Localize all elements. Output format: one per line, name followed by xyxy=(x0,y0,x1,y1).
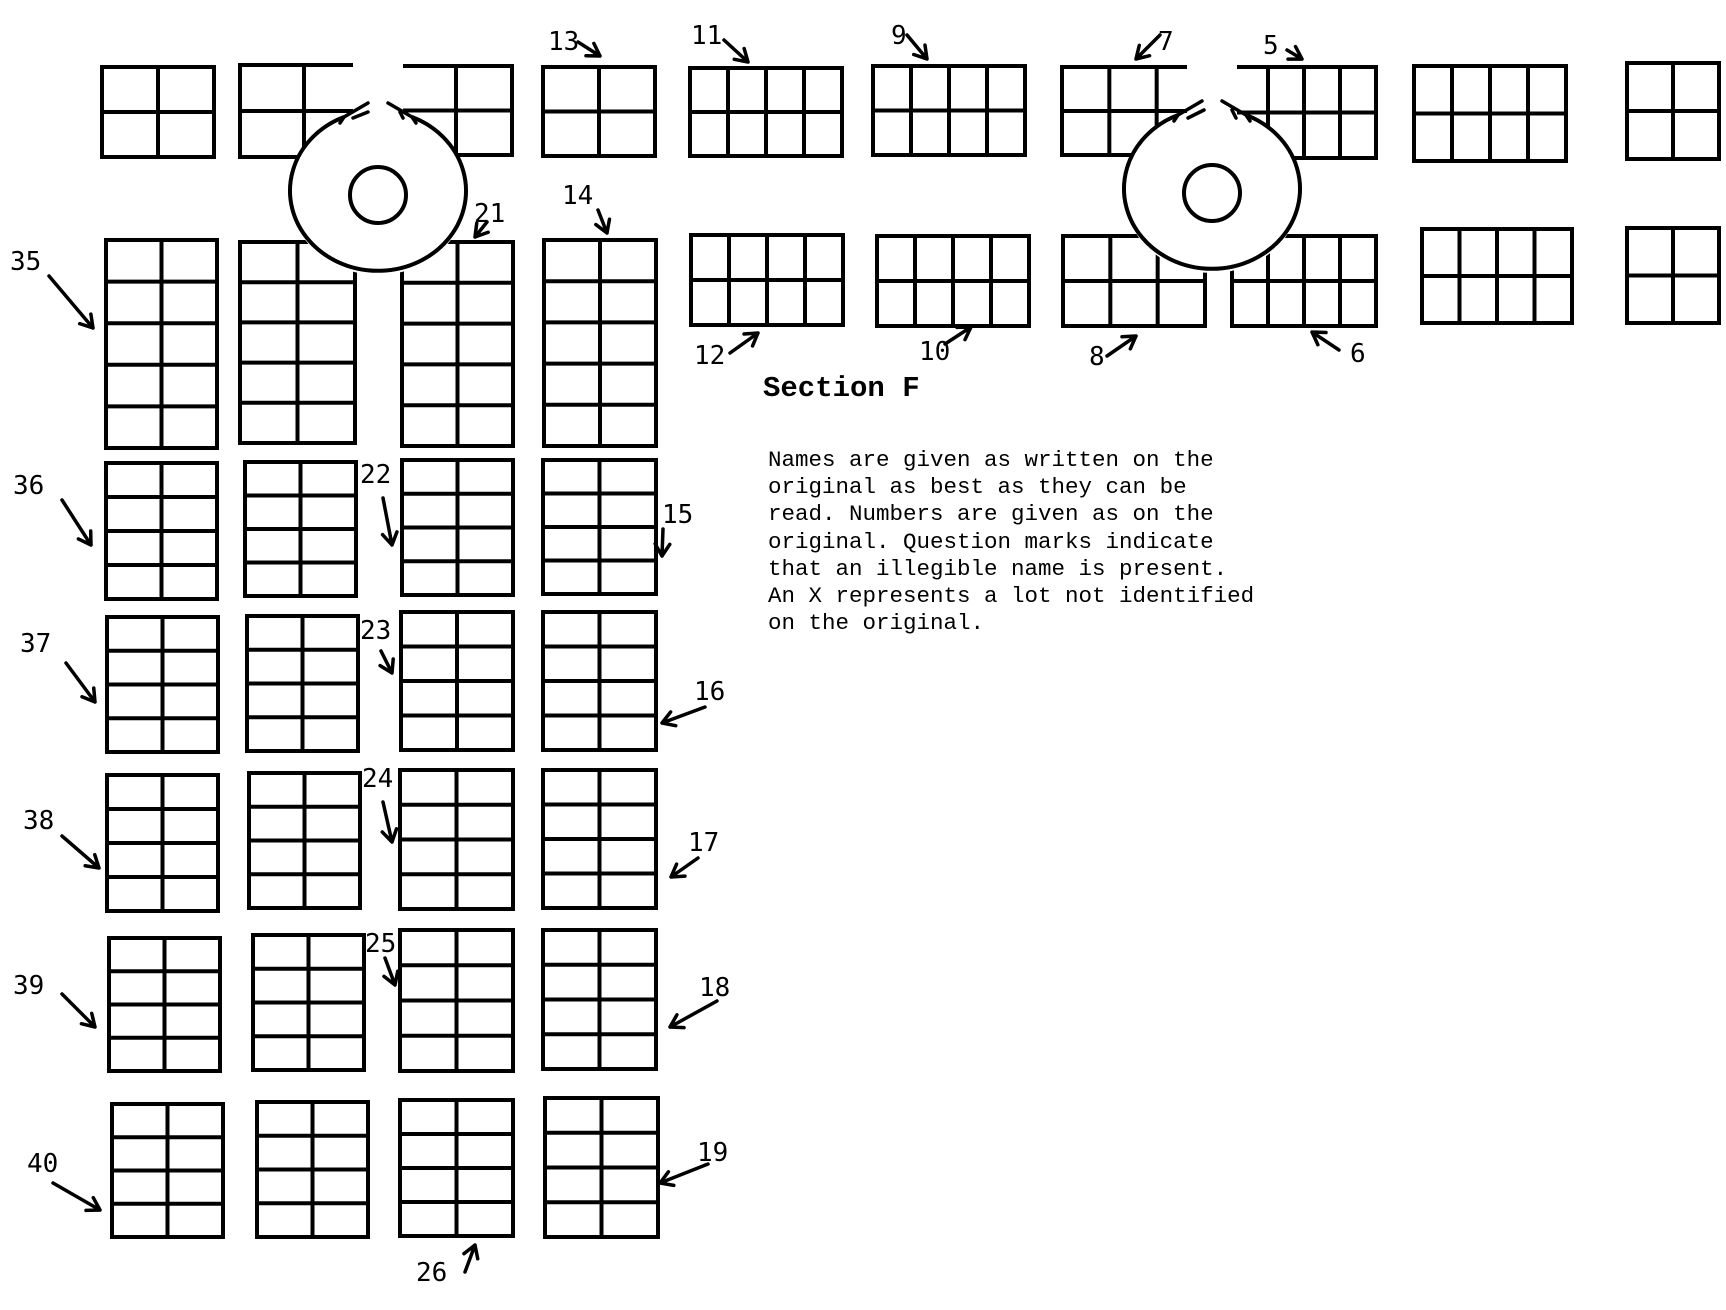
lot-label: 35 xyxy=(10,247,41,277)
pointer-arrow xyxy=(1310,330,1341,352)
lot-label: 23 xyxy=(360,616,391,646)
pointer-arrow xyxy=(64,661,97,704)
note-line: on the original. xyxy=(768,610,985,637)
lot-label: 7 xyxy=(1158,27,1174,57)
lot-label: 11 xyxy=(691,21,722,51)
note-line: read. Numbers are given as on the xyxy=(768,501,1214,528)
pointer-arrow xyxy=(653,527,672,558)
lot-label: 38 xyxy=(23,806,54,836)
lot-label: 16 xyxy=(694,677,725,707)
pointer-arrow xyxy=(594,208,612,235)
lot-label: 14 xyxy=(562,181,593,211)
pointer-arrow xyxy=(668,999,719,1030)
lot-label: 15 xyxy=(662,500,693,530)
note-line: An X represents a lot not identified xyxy=(768,583,1255,610)
lot-label: 40 xyxy=(27,1149,58,1179)
transcription-note: Names are given as written on the origin… xyxy=(768,447,1328,637)
pointer-arrow xyxy=(669,856,700,879)
lot-label: 21 xyxy=(474,199,505,229)
lot-label: 22 xyxy=(360,460,391,490)
lot-label: 17 xyxy=(688,828,719,858)
pointer-arrow xyxy=(60,834,101,870)
lot-label: 9 xyxy=(891,21,907,51)
lot-label: 24 xyxy=(362,764,393,794)
lot-number-labels: 5 6 7 8 9 10 11 12 13 14 15 16 17 18 19 … xyxy=(10,21,1366,1288)
lot-label: 39 xyxy=(13,971,44,1001)
pointer-arrow xyxy=(660,705,707,728)
lot-label: 13 xyxy=(548,27,579,57)
pointer-arrow xyxy=(380,496,399,547)
pointer-arrow xyxy=(473,220,490,239)
section-title: Section F xyxy=(763,372,920,405)
lot-label: 10 xyxy=(919,337,950,367)
roundabout-center xyxy=(1182,163,1242,223)
pointer-arrow xyxy=(380,800,399,844)
pointer-arrow xyxy=(47,274,95,330)
pointer-arrow xyxy=(905,33,929,61)
lot-pointer-arrows xyxy=(47,33,1341,1274)
lot-label: 26 xyxy=(416,1258,447,1288)
note-line: Names are given as written on the xyxy=(768,447,1214,473)
lot-label: 37 xyxy=(20,629,51,659)
pointer-arrow xyxy=(722,38,750,64)
pointer-arrow xyxy=(60,992,97,1029)
lot-label: 8 xyxy=(1089,342,1105,372)
roundabout xyxy=(1122,99,1302,271)
lot-label: 36 xyxy=(13,471,44,501)
pointer-arrow xyxy=(658,1162,710,1188)
roundabouts xyxy=(288,60,1302,275)
roundabout xyxy=(288,101,468,273)
pointer-arrow xyxy=(728,331,760,355)
note-line: original as best as they can be xyxy=(768,474,1187,501)
pointer-arrow xyxy=(60,498,93,547)
pointer-arrow xyxy=(1134,33,1162,61)
pointer-arrow xyxy=(943,325,973,346)
note-line: that an illegible name is present. xyxy=(768,555,1228,582)
lot-label: 5 xyxy=(1263,31,1279,61)
lot-label: 25 xyxy=(365,929,396,959)
pointer-arrow xyxy=(1285,44,1304,61)
pointer-arrow xyxy=(576,40,602,58)
roundabout-center xyxy=(348,165,408,225)
pointer-arrow xyxy=(382,956,400,987)
pointer-arrow xyxy=(378,649,395,675)
lot-label: 18 xyxy=(699,973,730,1003)
pointer-arrow xyxy=(51,1181,102,1213)
pointer-arrow xyxy=(462,1243,480,1274)
note-line: original. Question marks indicate xyxy=(768,528,1214,555)
lot-blocks xyxy=(100,61,1721,1239)
pointer-arrow xyxy=(1105,334,1138,358)
lot-label: 6 xyxy=(1350,339,1366,369)
lot-label: 19 xyxy=(697,1138,728,1168)
lot-label: 12 xyxy=(694,341,725,371)
